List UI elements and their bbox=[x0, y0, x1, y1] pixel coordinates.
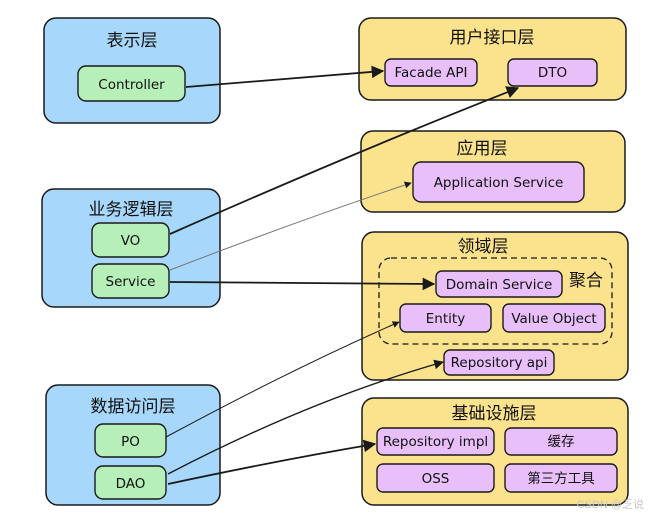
dto-node: DTO bbox=[507, 58, 598, 87]
repository-api-node: Repository api bbox=[443, 349, 555, 376]
arrow-vo-to-dto bbox=[169, 86, 520, 235]
third-party-tools-label: 第三方工具 bbox=[527, 470, 595, 487]
oss-label: OSS bbox=[422, 471, 450, 487]
cache-label: 缓存 bbox=[548, 434, 575, 450]
arrow-service-to-domain-service bbox=[169, 277, 436, 291]
watermark: CSDN @乏说 bbox=[577, 497, 644, 511]
application-layer: 应用层 Application Service bbox=[360, 130, 626, 213]
presentation-layer-title: 表示层 bbox=[107, 31, 158, 51]
repository-impl-node: Repository impl bbox=[376, 427, 495, 456]
repository-impl-label: Repository impl bbox=[383, 434, 488, 450]
value-object-label: Value Object bbox=[511, 311, 596, 327]
po-node: PO bbox=[94, 423, 167, 458]
entity-node: Entity bbox=[399, 303, 492, 333]
domain-service-label: Domain Service bbox=[446, 277, 553, 293]
application-layer-title: 应用层 bbox=[457, 139, 508, 159]
business-logic-layer-title: 业务逻辑层 bbox=[89, 200, 174, 220]
oss-node: OSS bbox=[376, 463, 495, 493]
domain-service-node: Domain Service bbox=[435, 270, 563, 298]
cache-node: 缓存 bbox=[504, 427, 618, 456]
aggregate-boundary: 聚合 bbox=[378, 257, 613, 345]
domain-layer: 领域层 聚合 Domain Service Entity Value Objec… bbox=[361, 231, 629, 381]
controller-node: Controller bbox=[77, 65, 186, 102]
service-label: Service bbox=[106, 274, 156, 290]
controller-label: Controller bbox=[98, 77, 165, 93]
infrastructure-layer-title: 基础设施层 bbox=[452, 404, 537, 424]
presentation-layer: 表示层 Controller bbox=[43, 17, 221, 124]
third-party-tools-node: 第三方工具 bbox=[504, 463, 618, 493]
po-label: PO bbox=[121, 434, 140, 450]
aggregate-label: 聚合 bbox=[569, 271, 603, 291]
user-interface-layer-title: 用户接口层 bbox=[450, 28, 535, 48]
arrow-po-to-entity bbox=[165, 321, 400, 438]
business-logic-layer: 业务逻辑层 VO Service bbox=[41, 188, 221, 308]
data-access-layer-title: 数据访问层 bbox=[91, 397, 176, 417]
application-service-label: Application Service bbox=[434, 175, 564, 191]
value-object-node: Value Object bbox=[502, 303, 606, 333]
facade-api-label: Facade API bbox=[394, 65, 467, 81]
dao-node: DAO bbox=[94, 465, 167, 500]
domain-layer-title: 领域层 bbox=[458, 237, 509, 257]
user-interface-layer: 用户接口层 Facade API DTO bbox=[358, 17, 627, 101]
mapping-arrows bbox=[165, 65, 520, 485]
entity-label: Entity bbox=[426, 311, 465, 327]
arrow-dao-to-repository-api bbox=[167, 359, 444, 475]
facade-api-node: Facade API bbox=[384, 58, 478, 87]
vo-label: VO bbox=[121, 233, 141, 249]
dao-label: DAO bbox=[116, 476, 146, 492]
vo-node: VO bbox=[91, 222, 170, 258]
application-service-node: Application Service bbox=[412, 161, 585, 203]
arrow-dao-to-repository-impl bbox=[167, 439, 377, 485]
repository-api-label: Repository api bbox=[451, 355, 548, 371]
infrastructure-layer: 基础设施层 Repository impl 缓存 OSS 第三方工具 bbox=[361, 397, 629, 506]
dto-label: DTO bbox=[538, 65, 567, 81]
arrow-service-to-application-service bbox=[169, 181, 412, 271]
service-node: Service bbox=[91, 263, 170, 299]
arrow-controller-to-facade-api bbox=[185, 65, 385, 88]
data-access-layer: 数据访问层 PO DAO bbox=[45, 384, 221, 506]
